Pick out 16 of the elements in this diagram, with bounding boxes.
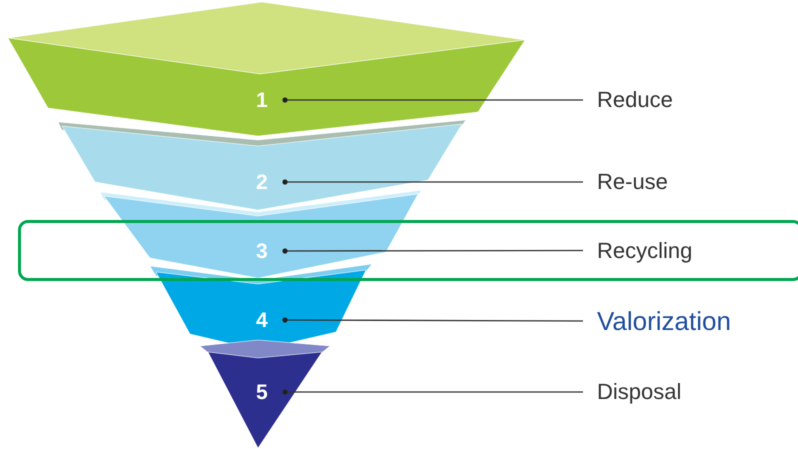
- layer-number: 5: [256, 382, 268, 403]
- leader-line: [282, 179, 583, 185]
- stage-label: Disposal: [597, 381, 682, 403]
- leader-line: [282, 389, 583, 395]
- layer-number: 3: [256, 241, 268, 262]
- layer-number: 2: [256, 172, 268, 193]
- leader-line: [282, 317, 583, 323]
- leader-line: [282, 248, 583, 254]
- stage-label: Reduce: [597, 89, 673, 111]
- stage-label: Recycling: [597, 240, 692, 262]
- layer-number: 1: [256, 90, 268, 111]
- layer-number: 4: [256, 310, 268, 331]
- highlight-frame: [18, 220, 798, 281]
- stage-label: Valorization: [597, 308, 731, 334]
- leader-line: [282, 97, 583, 103]
- stage-label: Re-use: [597, 171, 668, 193]
